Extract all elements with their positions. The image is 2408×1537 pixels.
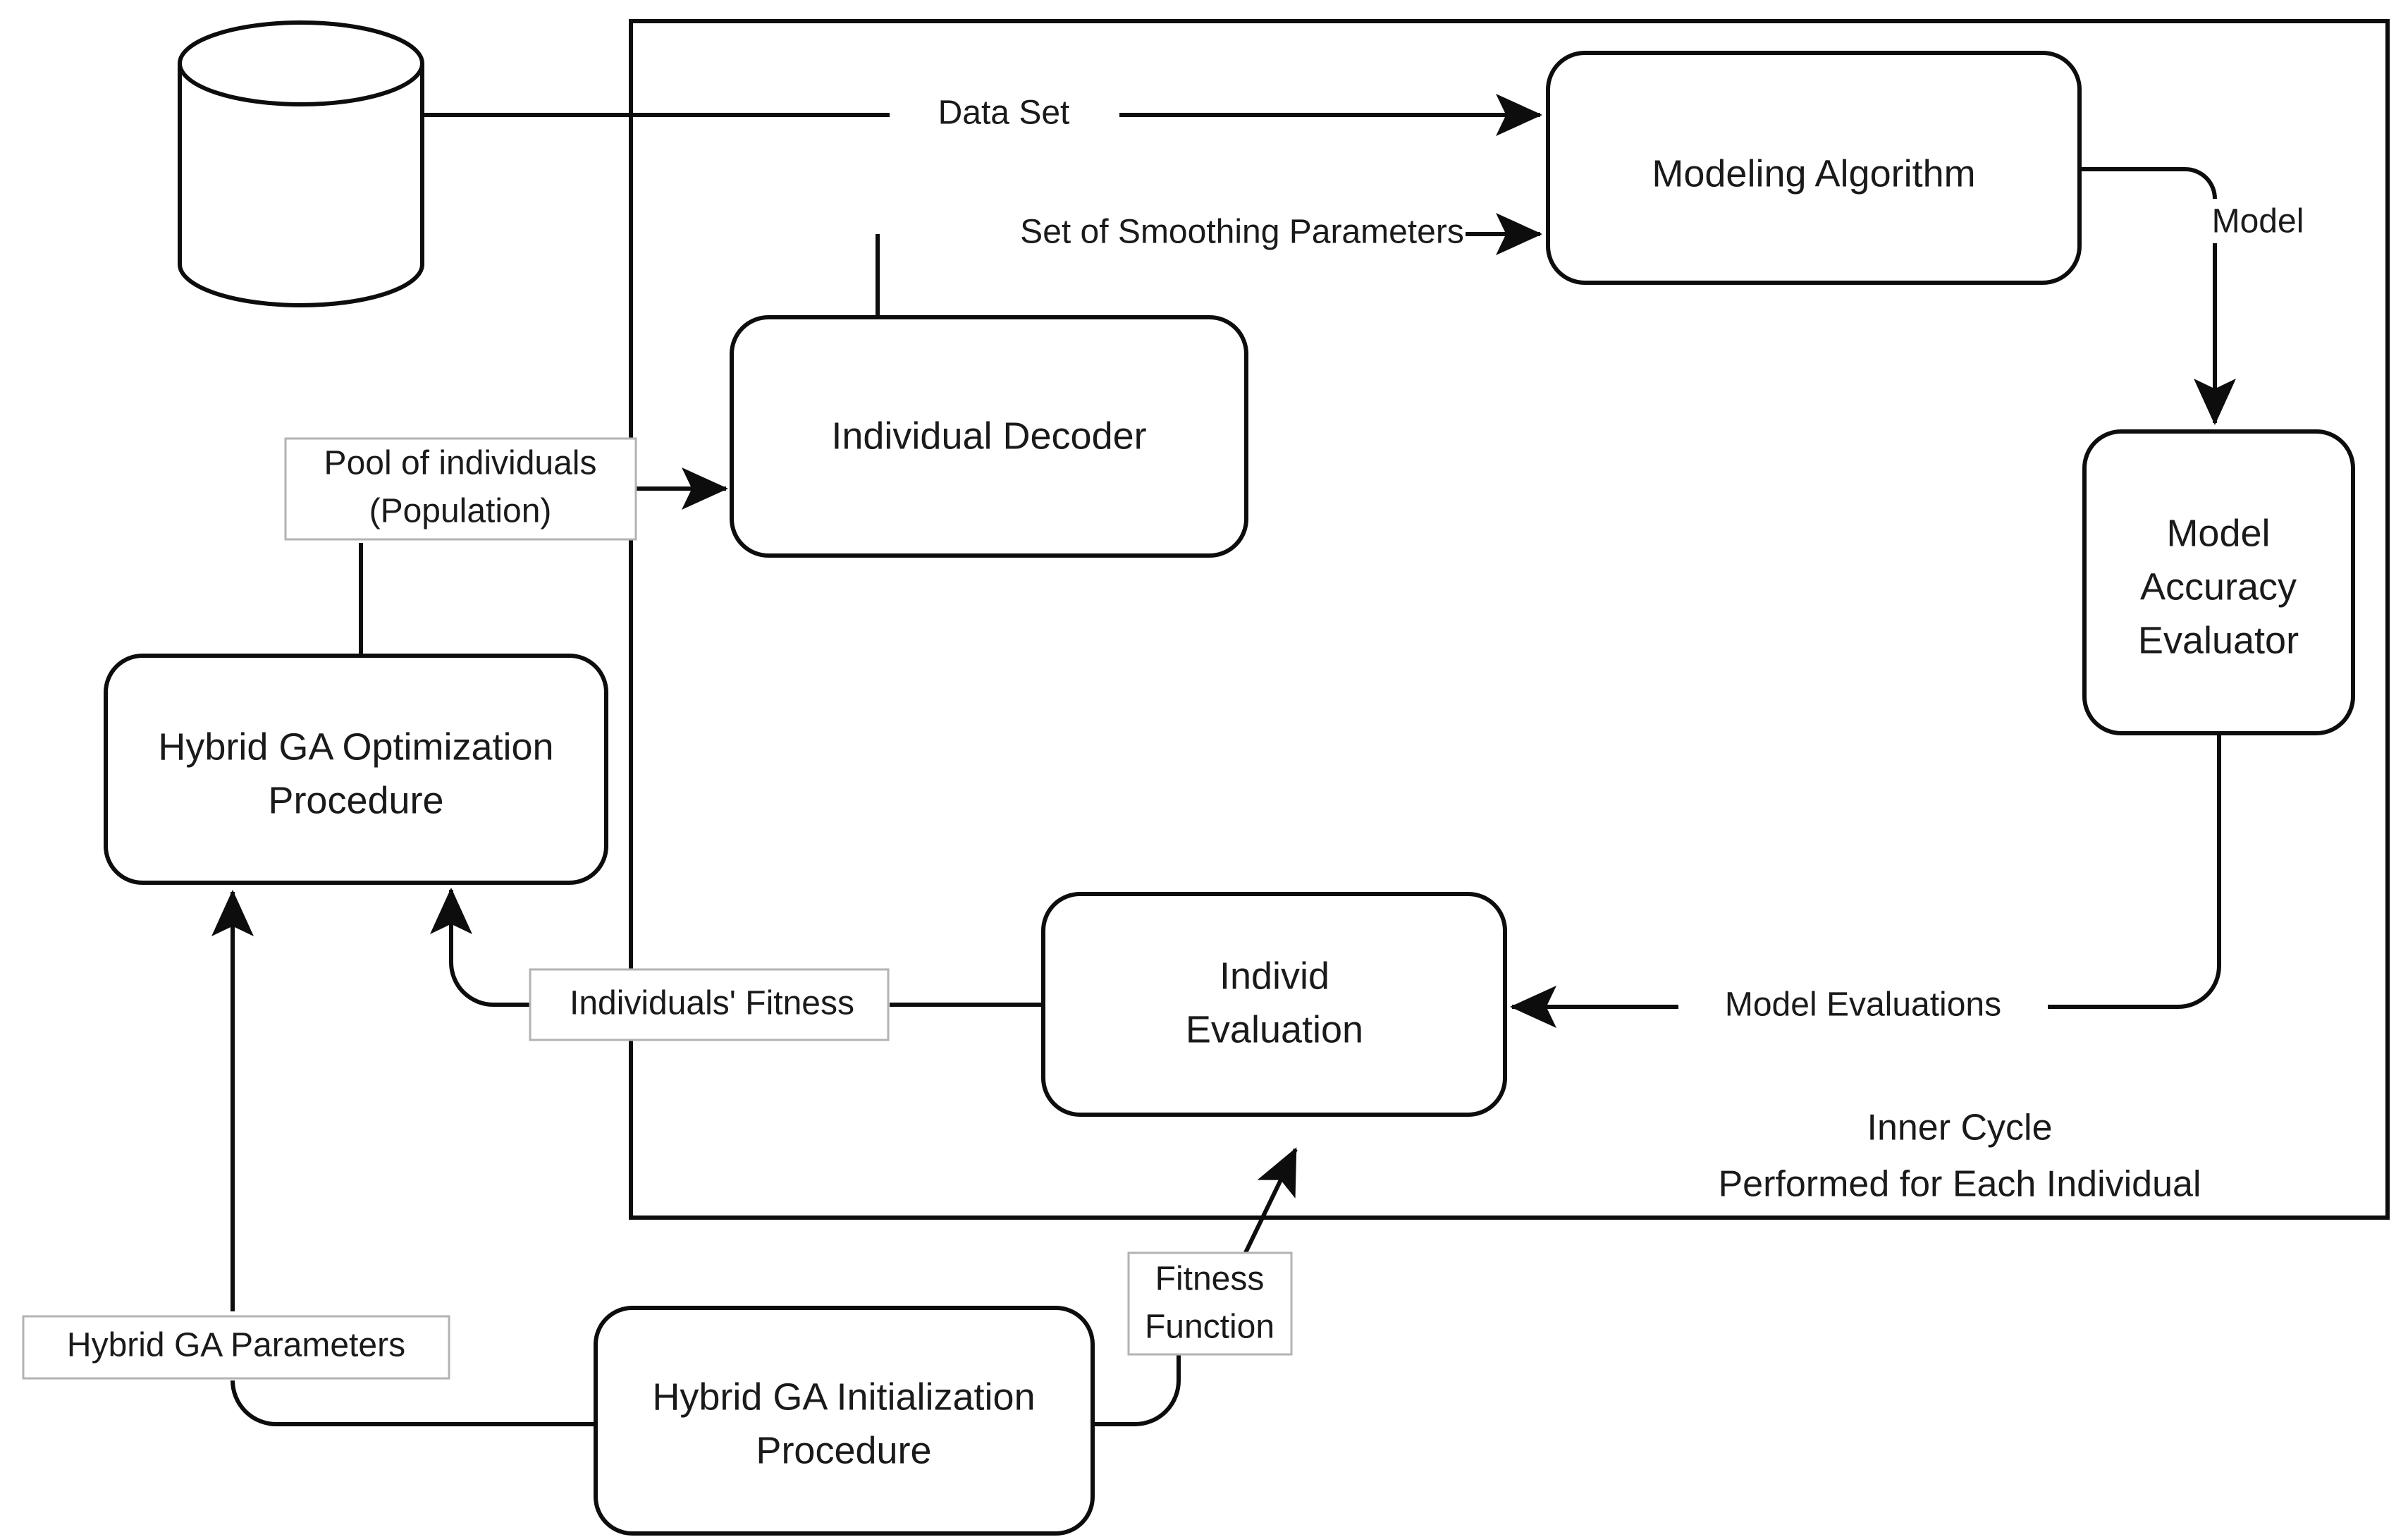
data-store-cylinder <box>178 20 424 307</box>
label-chip-hybrid-ga-parameters <box>22 1315 450 1380</box>
node-individual-decoder[interactable] <box>730 315 1248 558</box>
annotation-inner-cycle-line1: Inner Cycle <box>1867 1108 2053 1149</box>
node-label-hybrid-ga-optimization-line1: Hybrid GA Optimization <box>158 725 553 768</box>
annotation-inner-cycle-line2: Performed for Each Individual <box>1718 1164 2201 1205</box>
edge-label-data-set: Data Set <box>938 94 1070 132</box>
edge-label-pool-of-individuals-line1: Pool of individuals <box>324 445 597 482</box>
edge-hybrid-ga-parameters <box>211 890 596 1426</box>
label-chip-pool-of-individuals <box>284 437 637 541</box>
edge-label-fitness-function-line2: Function <box>1145 1309 1274 1346</box>
label-chip-fitness-function <box>1127 1251 1293 1356</box>
node-hybrid-ga-optimization-procedure[interactable] <box>104 654 608 885</box>
node-individ-evaluation[interactable] <box>1041 892 1507 1117</box>
edge-label-set-of-smoothing-parameters: Set of Smoothing Parameters <box>1020 214 1464 251</box>
edge-model-evaluations <box>1510 733 2221 1028</box>
node-label-individual-decoder: Individual Decoder <box>831 415 1146 457</box>
edge-label-pool-of-individuals-line2: (Population) <box>369 493 552 530</box>
edge-label-model: Model <box>2212 203 2304 240</box>
edge-set-of-smoothing-parameters <box>876 213 1542 317</box>
node-label-individ-evaluation-line2: Evaluation <box>1186 1008 1363 1051</box>
edge-individuals-fitness <box>430 888 1043 1007</box>
node-label-hybrid-ga-initialization-line1: Hybrid GA Initialization <box>652 1376 1035 1418</box>
node-label-model-accuracy-evaluator-line1: Model <box>2166 512 2270 554</box>
node-label-individ-evaluation-line1: Individ <box>1220 955 1329 997</box>
node-hybrid-ga-initialization-procedure[interactable] <box>594 1306 1095 1536</box>
label-chip-individuals-fitness <box>529 968 890 1041</box>
node-label-model-accuracy-evaluator-line3: Evaluator <box>2138 619 2299 661</box>
edge-model <box>2080 167 2236 425</box>
node-label-hybrid-ga-initialization-line2: Procedure <box>756 1429 931 1471</box>
edge-label-fitness-function-line1: Fitness <box>1155 1261 1265 1298</box>
node-label-model-accuracy-evaluator-line2: Accuracy <box>2140 565 2297 608</box>
edge-label-hybrid-ga-parameters: Hybrid GA Parameters <box>67 1327 405 1364</box>
node-label-hybrid-ga-optimization-line2: Procedure <box>268 779 443 821</box>
edge-label-individuals-fitness: Individuals' Fitness <box>570 985 854 1022</box>
edge-label-model-evaluations: Model Evaluations <box>1725 986 2001 1024</box>
node-label-modeling-algorithm: Modeling Algorithm <box>1652 152 1975 195</box>
